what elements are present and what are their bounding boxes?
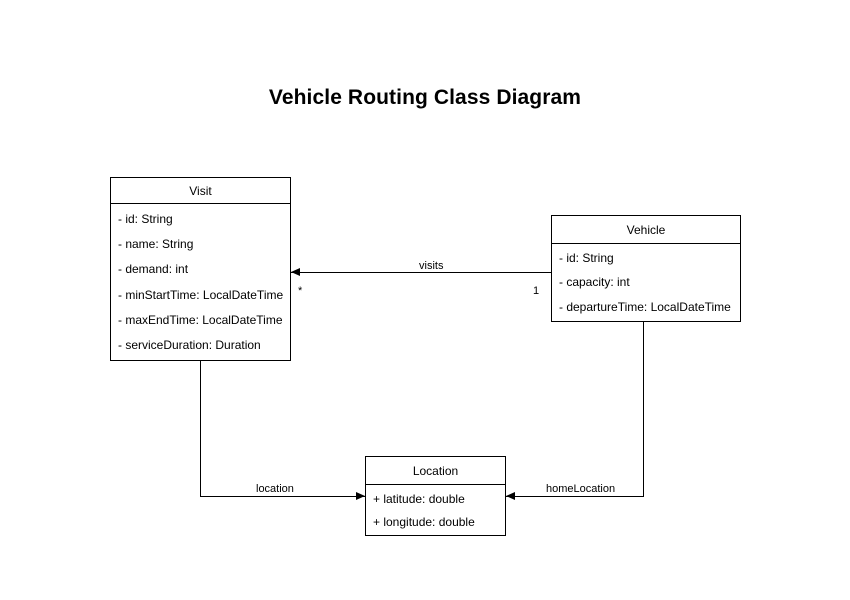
attribute-item: - name: String [118,236,194,251]
edge-location-horizontal [200,496,365,497]
edge-label-visits: visits [416,260,447,272]
attribute-item: - minStartTime: LocalDateTime [118,287,284,302]
class-name-location: Location [366,457,505,485]
multiplicity-vehicle-side: 1 [533,285,540,297]
edge-visits-arrowhead [291,267,300,276]
attribute-list-vehicle: - id: String - capacity: int - departure… [552,244,740,321]
edge-homelocation-horizontal [506,496,644,497]
class-box-location[interactable]: Location + latitude: double + longitude:… [365,456,506,536]
page-title: Vehicle Routing Class Diagram [268,86,582,109]
class-box-visit[interactable]: Visit - id: String - name: String - dema… [110,177,291,361]
edge-visits-line [291,272,551,273]
attribute-item: + longitude: double [373,514,475,529]
class-box-vehicle[interactable]: Vehicle - id: String - capacity: int - d… [551,215,741,322]
attribute-item: - demand: int [118,262,189,277]
attribute-item: - maxEndTime: LocalDateTime [118,312,283,327]
attribute-item: - serviceDuration: Duration [118,338,261,353]
attribute-item: - departureTime: LocalDateTime [559,299,731,314]
class-name-vehicle: Vehicle [552,216,740,244]
attribute-list-visit: - id: String - name: String - demand: in… [111,204,290,360]
edge-label-homelocation: homeLocation [543,483,619,495]
attribute-item: - id: String [559,251,614,266]
edge-label-location: location [253,483,297,495]
attribute-item: - capacity: int [559,275,630,290]
edge-homelocation-arrowhead [506,491,515,500]
attribute-list-location: + latitude: double + longitude: double [366,485,505,535]
multiplicity-visit-side: * [298,285,303,297]
edge-location-vertical [200,361,201,497]
attribute-item: - id: String [118,211,173,226]
edge-location-arrowhead [356,491,365,500]
class-name-visit: Visit [111,178,290,204]
edge-homelocation-vertical [643,322,644,497]
attribute-item: + latitude: double [373,491,465,506]
